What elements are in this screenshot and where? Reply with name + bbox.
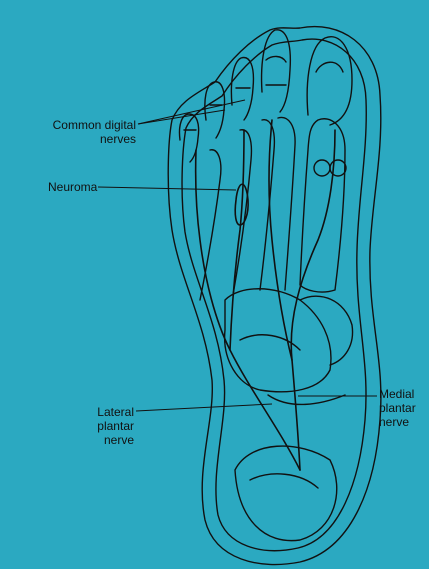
label-neuroma: Neuroma bbox=[48, 180, 97, 194]
sole-outline bbox=[168, 27, 381, 565]
fourth-toe bbox=[205, 82, 225, 138]
label-medial-plantar-nerve: Medial plantar nerve bbox=[379, 387, 416, 429]
third-toe bbox=[231, 58, 253, 120]
medial-plantar-nerve-path bbox=[291, 130, 335, 470]
big-toe bbox=[307, 37, 352, 125]
label-common-digital-nerves: Common digital nerves bbox=[53, 118, 136, 146]
leader-neuroma bbox=[98, 187, 236, 190]
leader-lateral bbox=[136, 404, 272, 411]
leader-common-digital-1 bbox=[138, 100, 245, 124]
label-lateral-plantar-nerve: Lateral plantar nerve bbox=[97, 405, 134, 447]
